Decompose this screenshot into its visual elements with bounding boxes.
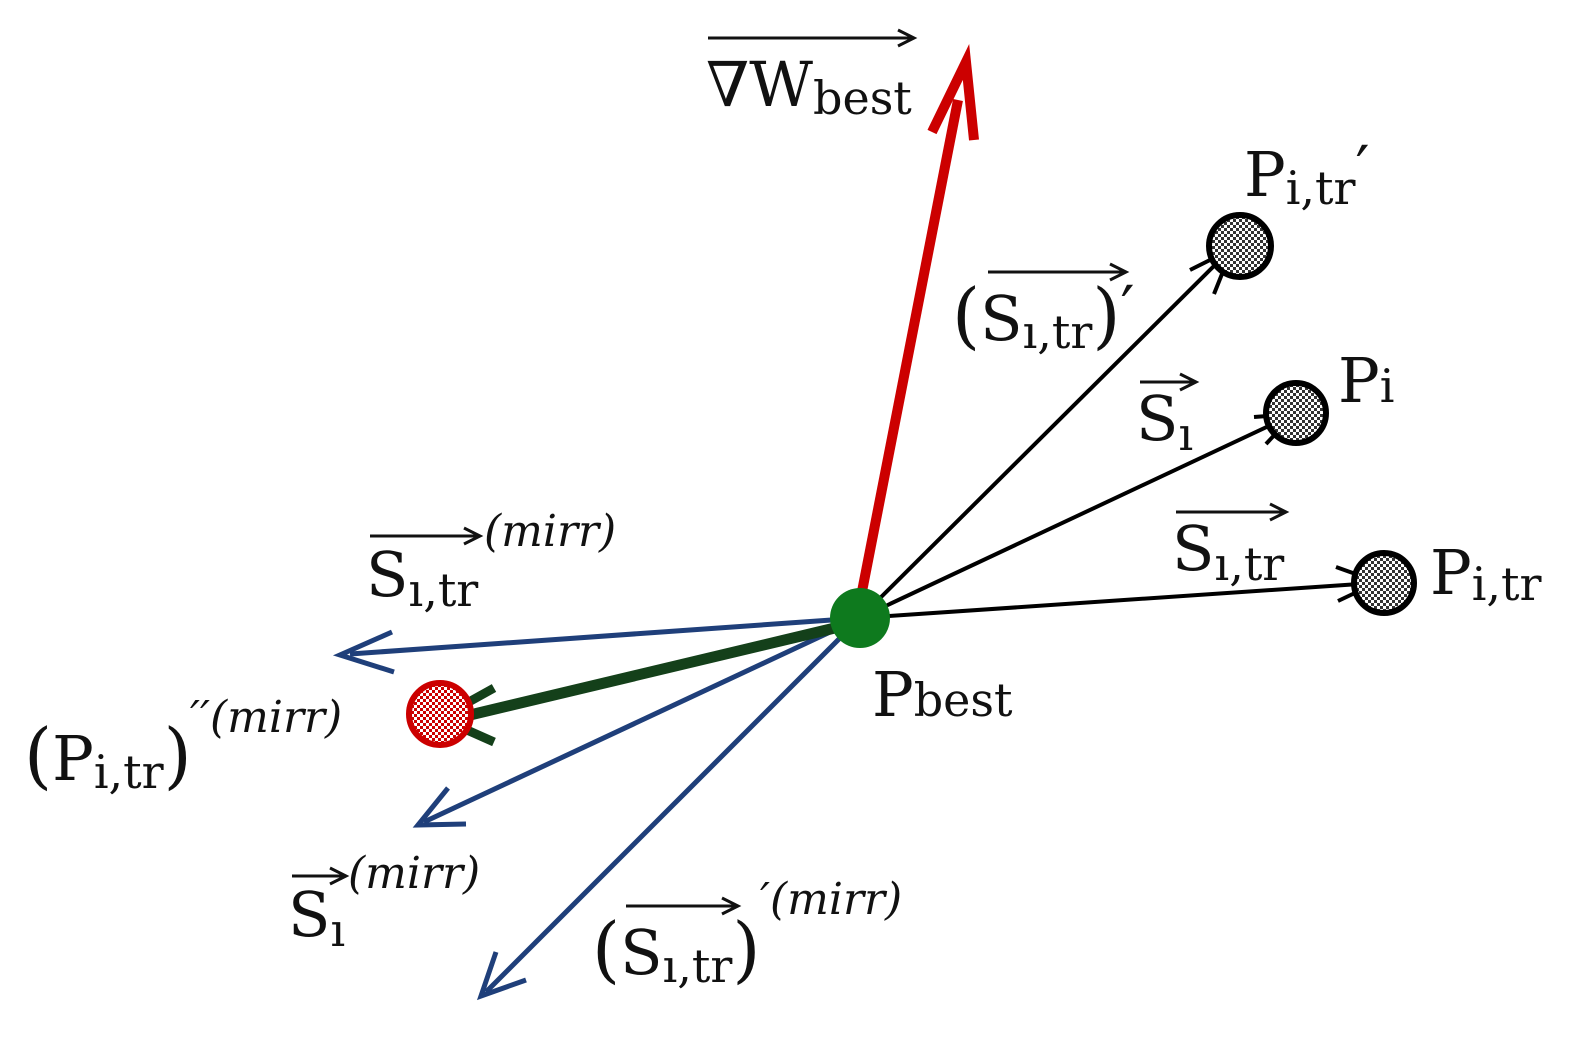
svg-text:Pi: Pi: [1338, 344, 1394, 417]
label-s-tr-prime: (Sı,tr)′: [952, 262, 1135, 359]
label-s-i: Sı: [1136, 372, 1200, 461]
svg-text:Sı,tr: Sı,tr: [1172, 512, 1284, 591]
point-p-tr-mirr: [406, 680, 474, 748]
svg-text:(Pi,tr): (Pi,tr): [24, 713, 192, 799]
label-s-tr: Sı,tr: [1172, 502, 1290, 591]
svg-text:(mirr): (mirr): [484, 506, 616, 557]
svg-text:(Sı,tr): (Sı,tr): [592, 907, 760, 993]
label-s-tr-prime-mirr: (Sı,tr) ′(mirr): [592, 874, 902, 993]
svg-text:Sı,tr: Sı,tr: [366, 538, 478, 617]
svg-text:′(mirr): ′(mirr): [760, 874, 902, 925]
label-p-i: Pi: [1338, 344, 1394, 417]
point-p-best: [830, 588, 890, 648]
svg-text:(Sı,tr)′: (Sı,tr)′: [952, 272, 1135, 359]
vector-s-tr: [859, 565, 1384, 620]
point-p-tr-prime: [1206, 212, 1274, 280]
label-s-i-mirr: Sı (mirr): [288, 848, 480, 957]
svg-text:∇Wbest: ∇Wbest: [706, 48, 912, 125]
svg-text:Pi,tr′: Pi,tr′: [1244, 132, 1370, 215]
gradient-vector: [853, 44, 979, 613]
svg-text:Sı: Sı: [288, 878, 345, 957]
point-p-tr: [1351, 550, 1417, 616]
point-p-i: [1263, 380, 1329, 446]
label-p-tr-prime: Pi,tr′: [1244, 132, 1370, 215]
mirror-vector-s-i: [412, 615, 862, 828]
svg-text:Sı: Sı: [1136, 382, 1193, 461]
svg-text:Pbest: Pbest: [872, 658, 1013, 731]
label-gradient: ∇Wbest: [706, 28, 918, 125]
label-p-tr: Pi,tr: [1430, 536, 1542, 611]
svg-text:(mirr): (mirr): [348, 848, 480, 899]
label-p-tr-mirr: (Pi,tr) ′′(mirr): [24, 692, 342, 799]
svg-text:′′(mirr): ′′(mirr): [190, 692, 342, 743]
mirror-vector-s-tr-prime: [476, 616, 862, 1001]
mirror-vector-s-tr: [332, 615, 861, 675]
svg-text:Pi,tr: Pi,tr: [1430, 536, 1542, 611]
label-p-best: Pbest: [872, 658, 1013, 731]
label-s-tr-mirr: Sı,tr (mirr): [366, 506, 616, 617]
